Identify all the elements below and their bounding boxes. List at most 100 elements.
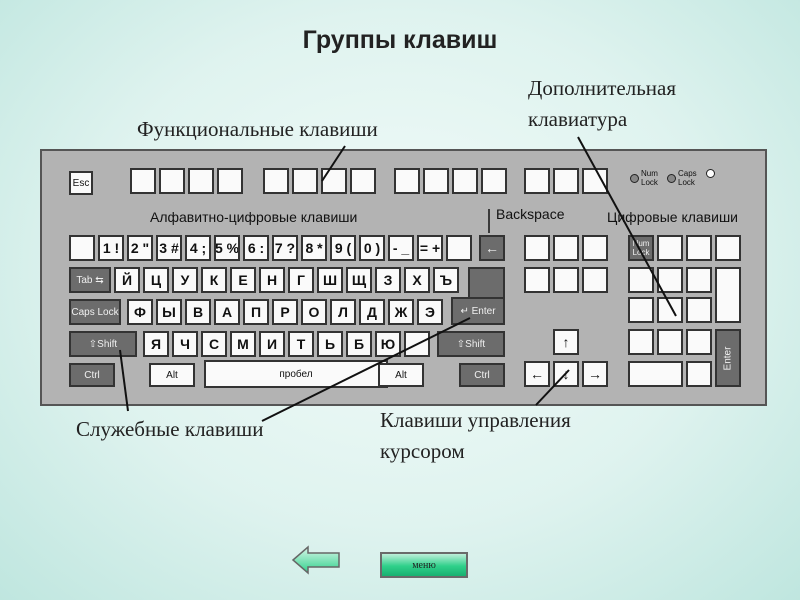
key-space: пробел	[204, 360, 388, 388]
key-page-up	[582, 235, 608, 261]
scroll-lock-led-icon	[706, 169, 715, 178]
key-esc: Esc	[69, 171, 93, 195]
key-backquote	[69, 235, 95, 261]
key-shift-right: ⇧Shift	[437, 331, 505, 357]
key-tab: Tab ⇆	[69, 267, 111, 293]
key-letter: Ж	[388, 299, 414, 325]
caption-service-keys: Служебные клавиши	[76, 417, 264, 441]
key-letter: Р	[272, 299, 298, 325]
arrow-up-icon: ↑	[562, 334, 570, 350]
key-shift-left: ⇧Shift	[69, 331, 137, 357]
key-f10	[423, 168, 449, 194]
key-arrow-left: ←	[524, 361, 550, 387]
key-letter: Й	[114, 267, 140, 293]
key-letter: У	[172, 267, 198, 293]
backspace-arrow-icon: ←	[485, 240, 499, 256]
num-lock-indicator: Num Lock	[630, 169, 665, 187]
key-digit: 8 *	[301, 235, 327, 261]
key-f8	[350, 168, 376, 194]
key-arrow-up: ↑	[553, 329, 579, 355]
key-letter: П	[243, 299, 269, 325]
label-numeric-keys: Цифровые клавиши	[607, 209, 738, 225]
caption-cursor-keys: Клавиши управления курсором	[380, 405, 571, 467]
key-backslash	[446, 235, 472, 261]
key-f12	[481, 168, 507, 194]
caption-extra-line1: Дополнительная	[528, 76, 677, 100]
key-letter: Ъ	[433, 267, 459, 293]
key-letter: Ш	[317, 267, 343, 293]
key-num-4	[628, 297, 654, 323]
key-letter: Щ	[346, 267, 372, 293]
key-arrow-down: ↓	[553, 361, 579, 387]
caps-lock-indicator: Caps Lock	[667, 169, 704, 187]
key-num-plus	[715, 267, 741, 323]
caption-extra-line2: клавиатура	[528, 107, 628, 131]
key-num-5	[657, 297, 683, 323]
key-letter: Ч	[172, 331, 198, 357]
key-num-0	[628, 361, 683, 387]
key-digit: 4 ;	[185, 235, 211, 261]
key-ctrl-left: Ctrl	[69, 363, 115, 387]
key-num-multiply	[686, 235, 712, 261]
key-digit: 6 :	[243, 235, 269, 261]
key-letter: Е	[230, 267, 256, 293]
key-scroll-lock	[553, 168, 579, 194]
key-home	[553, 235, 579, 261]
key-letter: Х	[404, 267, 430, 293]
back-arrow-button[interactable]	[291, 545, 341, 575]
menu-button[interactable]: меню	[380, 552, 468, 578]
key-f7	[321, 168, 347, 194]
key-insert	[524, 235, 550, 261]
key-f9	[394, 168, 420, 194]
page-title: Группы клавиш	[302, 26, 498, 54]
key-digit: 2 "	[127, 235, 153, 261]
caption-functional-keys: Функциональные клавиши	[137, 117, 378, 141]
key-letter: Э	[417, 299, 443, 325]
key-pause	[582, 168, 608, 194]
key-letter: З	[375, 267, 401, 293]
key-letter: А	[214, 299, 240, 325]
scroll-lock-indicator	[706, 169, 715, 178]
key-letter: О	[301, 299, 327, 325]
key-end	[553, 267, 579, 293]
arrow-right-icon: →	[588, 366, 602, 382]
num-enter-label: Enter	[722, 346, 734, 370]
key-letter: И	[259, 331, 285, 357]
key-num-3	[686, 329, 712, 355]
key-print-screen	[524, 168, 550, 194]
key-num-1	[628, 329, 654, 355]
key-num-enter: Enter	[715, 329, 741, 387]
caption-cursor-line2: курсором	[380, 439, 465, 463]
label-alphanumeric-keys: Алфавитно-цифровые клавиши	[150, 209, 358, 225]
num-lock-indicator-label: Num Lock	[641, 169, 658, 187]
arrow-down-icon: ↓	[562, 366, 570, 382]
key-f4	[217, 168, 243, 194]
key-digit: 0 )	[359, 235, 385, 261]
key-num-6	[686, 297, 712, 323]
key-letter: Ю	[375, 331, 401, 357]
key-digit: 9 (	[330, 235, 356, 261]
key-letter: Ц	[143, 267, 169, 293]
key-digit: 1 !	[98, 235, 124, 261]
key-digit: 7 ?	[272, 235, 298, 261]
caption-cursor-line1: Клавиши управления	[380, 408, 571, 432]
key-f11	[452, 168, 478, 194]
num-lock-led-icon	[630, 173, 639, 183]
caps-lock-indicator-label: Caps Lock	[678, 169, 697, 187]
arrow-left-icon: ←	[530, 366, 544, 382]
key-letter: К	[201, 267, 227, 293]
key-letter: В	[185, 299, 211, 325]
key-letter: Л	[330, 299, 356, 325]
key-enter: ↵ Enter	[451, 297, 505, 325]
key-num-7	[628, 267, 654, 293]
key-letter: Ф	[127, 299, 153, 325]
key-ctrl-right: Ctrl	[459, 363, 505, 387]
keyboard-diagram: Esc Num Lock Caps Lock Алфавитно-цифровы…	[40, 149, 767, 406]
key-letter: М	[230, 331, 256, 357]
key-letter: Н	[259, 267, 285, 293]
key-backspace: ←	[479, 235, 505, 261]
label-backspace: Backspace	[496, 206, 565, 222]
key-num-dot	[686, 361, 712, 387]
key-alt-right: Alt	[378, 363, 424, 387]
key-minus: - _	[388, 235, 414, 261]
